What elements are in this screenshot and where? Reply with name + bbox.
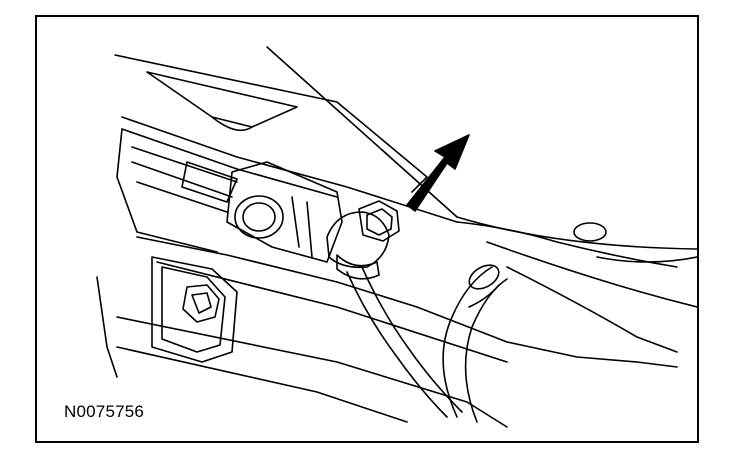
- figure-frame: N0075756: [35, 15, 699, 443]
- housing-ridges: [131, 146, 238, 213]
- lower-bolt-head: [182, 284, 220, 323]
- upper-plate-fold: [211, 116, 253, 132]
- far-right-curve: [596, 256, 697, 263]
- figure-id-label: N0075756: [64, 402, 145, 421]
- lower-pan-rib: [116, 316, 508, 428]
- lower-bolt-face: [191, 292, 212, 314]
- right-surface-curve-2: [486, 241, 697, 308]
- pointer-arrow: [406, 134, 470, 212]
- right-surface-curve-3: [506, 266, 678, 353]
- housing-left-face: [116, 128, 218, 253]
- lower-pan-rib-2: [116, 346, 408, 423]
- bracket-web: [291, 196, 313, 258]
- bracket-outline: [226, 161, 343, 263]
- housing-top-edge-2: [121, 128, 338, 198]
- hose-band: [468, 264, 500, 290]
- lower-pan-inner: [156, 261, 508, 363]
- housing-top-edge: [121, 116, 458, 223]
- right-surface-curve: [456, 221, 678, 268]
- fitting-collar: [336, 254, 380, 280]
- lower-pan-edge: [96, 276, 118, 378]
- tube-left-edge: [346, 271, 448, 418]
- upper-plate-inner: [146, 71, 298, 128]
- lower-bracket-inner: [161, 266, 226, 353]
- bracket-hole-outer: [234, 195, 284, 239]
- fitting-hex-nut: [358, 200, 400, 242]
- hose-outer-left: [442, 266, 493, 418]
- small-oval-feature: [573, 222, 607, 242]
- fitting-body: [326, 211, 390, 269]
- housing-slot: [181, 161, 238, 203]
- line-illustration: [96, 46, 697, 428]
- fitting-hex-face: [366, 208, 393, 236]
- hose-band-edge: [468, 284, 500, 308]
- lower-pan-top: [136, 236, 678, 368]
- bracket-hole-inner: [242, 202, 276, 232]
- upper-plate: [114, 54, 428, 193]
- tube-right-edge: [361, 266, 463, 413]
- diagonal-edge-right: [456, 216, 697, 250]
- lower-bracket: [151, 256, 238, 363]
